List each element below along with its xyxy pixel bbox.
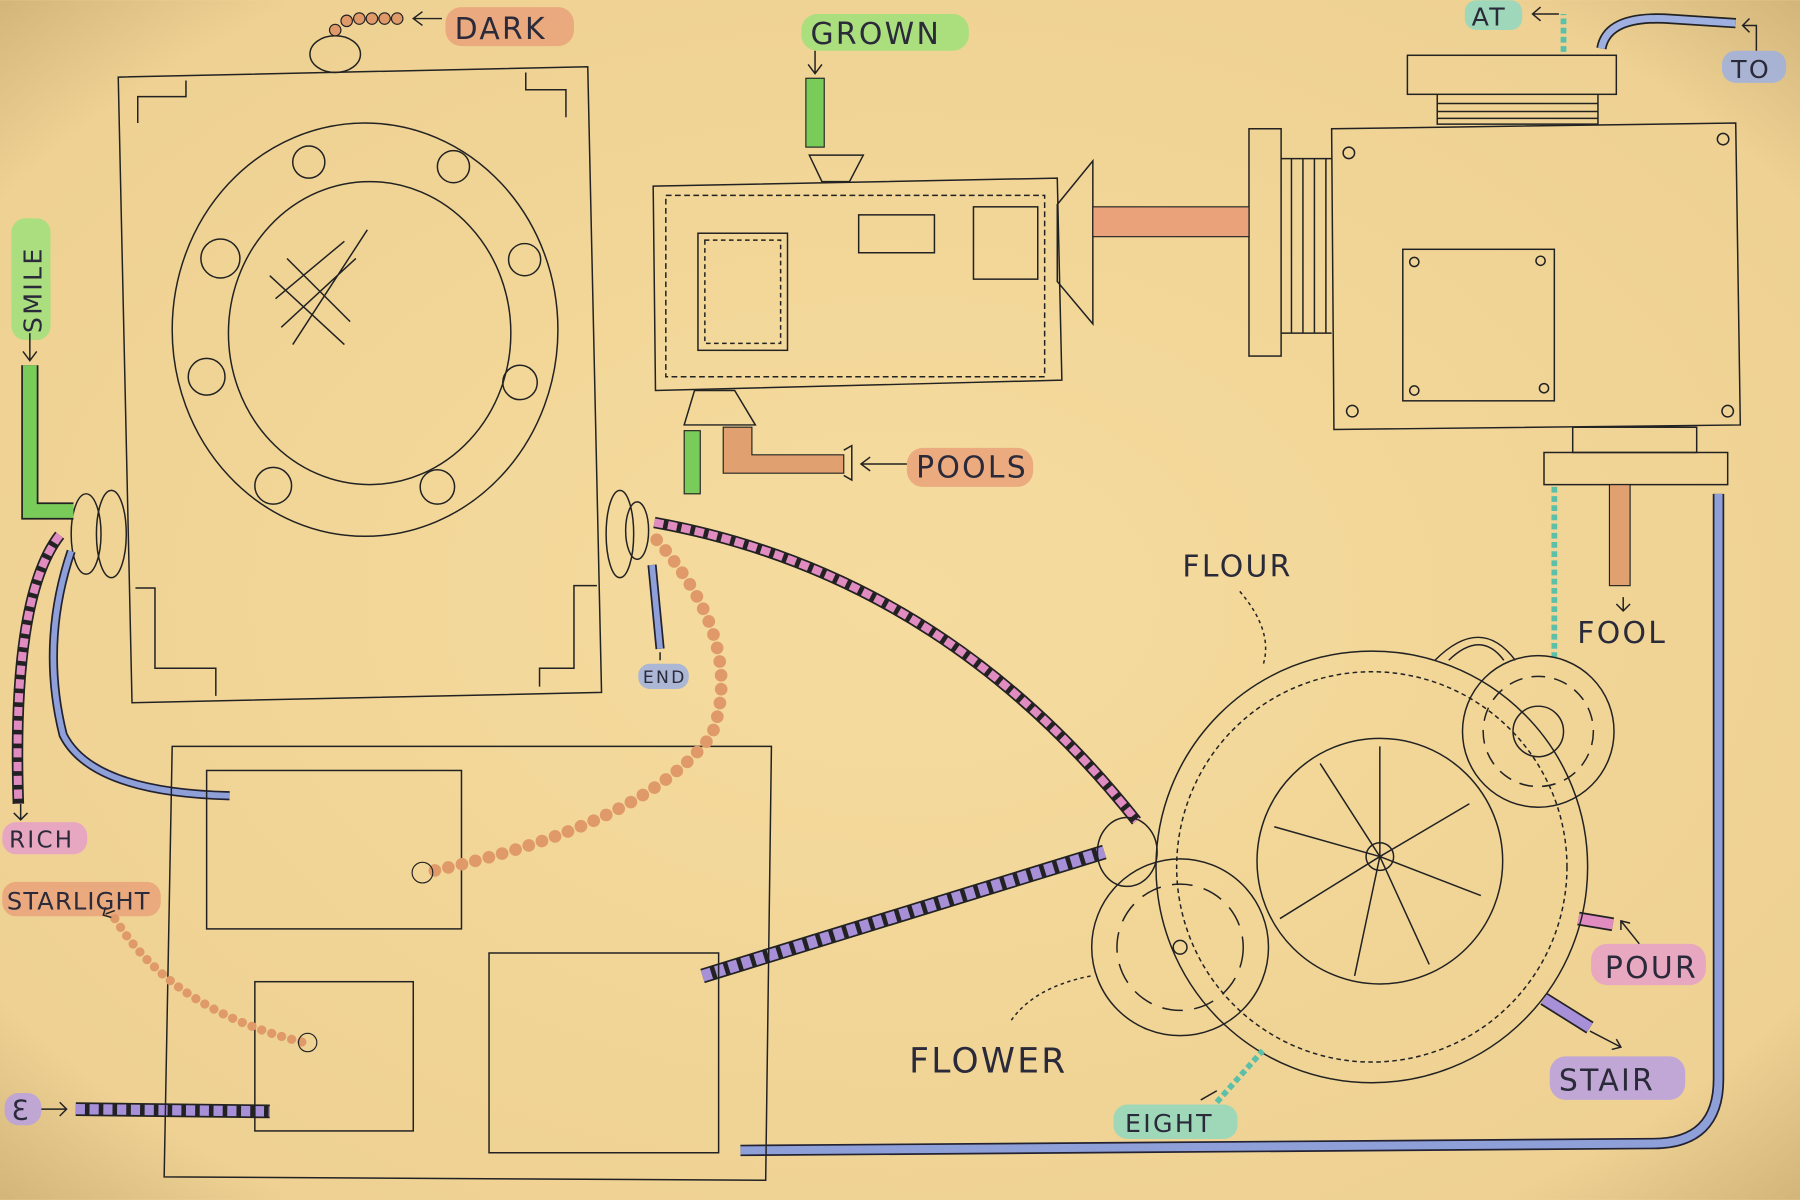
blue-main-tube bbox=[740, 493, 1723, 1155]
blue-left-tube bbox=[50, 550, 230, 799]
box-machine bbox=[1330, 54, 1742, 486]
label-flour: FLOUR bbox=[1182, 549, 1292, 584]
label-rich: RICH bbox=[9, 827, 74, 853]
label-stair: STAIR bbox=[1559, 1064, 1655, 1099]
label-pour: POUR bbox=[1605, 951, 1698, 986]
label-to: TO bbox=[1730, 55, 1771, 84]
purple-braided-tube bbox=[700, 846, 1107, 982]
label-fool: FOOL bbox=[1577, 616, 1667, 651]
label-e: Ɛ bbox=[11, 1094, 30, 1126]
to-tube bbox=[1598, 15, 1736, 50]
smile-tube bbox=[22, 365, 74, 518]
porthole-machine bbox=[70, 35, 650, 704]
camera-shaft bbox=[1092, 206, 1250, 238]
label-pools: POOLS bbox=[916, 451, 1028, 486]
label-eight: EIGHT bbox=[1125, 1109, 1214, 1138]
eight-chain bbox=[1214, 1048, 1265, 1105]
label-end: END bbox=[643, 668, 687, 688]
grown-tube bbox=[805, 77, 825, 148]
pointer-arrows bbox=[13, 6, 1758, 1117]
fool-rod bbox=[1608, 484, 1631, 587]
gear-assembly bbox=[1009, 590, 1615, 1084]
camera-machine bbox=[652, 128, 1332, 426]
label-starlight: STARLIGHT bbox=[7, 887, 151, 915]
label-highlights bbox=[2, 0, 1787, 1139]
orange-bead-chains bbox=[110, 533, 728, 1053]
label-dark: DARK bbox=[455, 12, 547, 47]
label-smile: SMILE bbox=[18, 246, 47, 333]
dark-bead-chain bbox=[328, 12, 404, 37]
label-at: AT bbox=[1472, 2, 1507, 31]
pools-pipe bbox=[722, 426, 845, 474]
pour-rod bbox=[1577, 913, 1614, 930]
end-tube bbox=[649, 564, 663, 650]
pink-braided-tube bbox=[653, 518, 1140, 824]
rich-tube bbox=[13, 532, 63, 804]
panel-machine bbox=[163, 745, 773, 1182]
e-tube bbox=[75, 1103, 270, 1117]
label-flower: FLOWER bbox=[909, 1041, 1067, 1081]
stair-rod bbox=[1541, 994, 1593, 1032]
green-connector bbox=[683, 430, 701, 495]
label-grown: GROWN bbox=[810, 17, 941, 52]
